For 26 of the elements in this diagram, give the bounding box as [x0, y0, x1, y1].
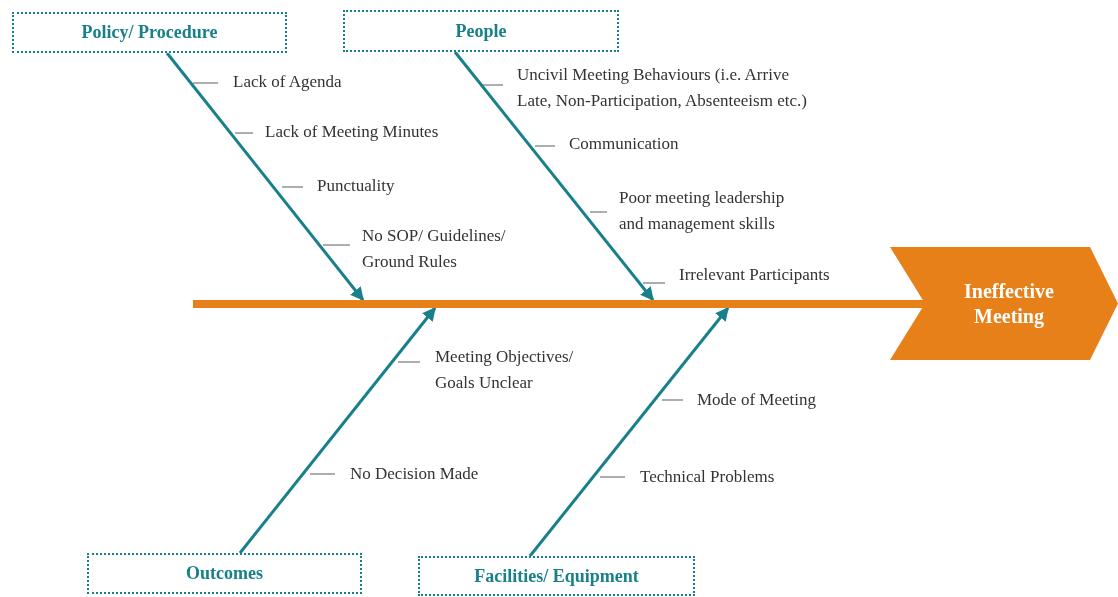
cause-label: Meeting Objectives/ Goals Unclear [435, 346, 574, 394]
cause-label: Mode of Meeting [697, 389, 816, 411]
bone-arrow [165, 52, 365, 302]
cause-label: Technical Problems [640, 466, 775, 488]
cause-label: No Decision Made [350, 463, 479, 485]
category-box [343, 10, 619, 52]
cause-label: Lack of Agenda [233, 71, 342, 93]
category-label: Policy/ Procedure [81, 22, 218, 43]
cause-label: Lack of Meeting Minutes [265, 121, 439, 143]
category-box [87, 553, 362, 594]
cause-label: Punctuality [317, 175, 395, 197]
category-box [418, 556, 695, 596]
cause-label: Poor meeting leadership and management skills [619, 187, 785, 235]
cause-label: No SOP/ Guidelines/ Ground Rules [362, 225, 506, 273]
category-box [12, 12, 287, 53]
spine-bar [193, 300, 925, 308]
cause-label: Irrelevant Participants [679, 264, 830, 286]
bone-arrow [453, 51, 655, 302]
category-label: Facilities/ Equipment [474, 565, 639, 587]
cause-label: Uncivil Meeting Behaviours (i.e. Arrive Late, Non-Participation, Absenteeism etc.) [517, 64, 807, 112]
bone-arrow [238, 306, 437, 554]
cause-label: Communication [569, 133, 679, 155]
category-label: People [455, 20, 507, 42]
bone-arrow [528, 306, 730, 557]
effect-label: Ineffective Meeting [963, 278, 1055, 329]
category-label: Outcomes [186, 563, 263, 584]
